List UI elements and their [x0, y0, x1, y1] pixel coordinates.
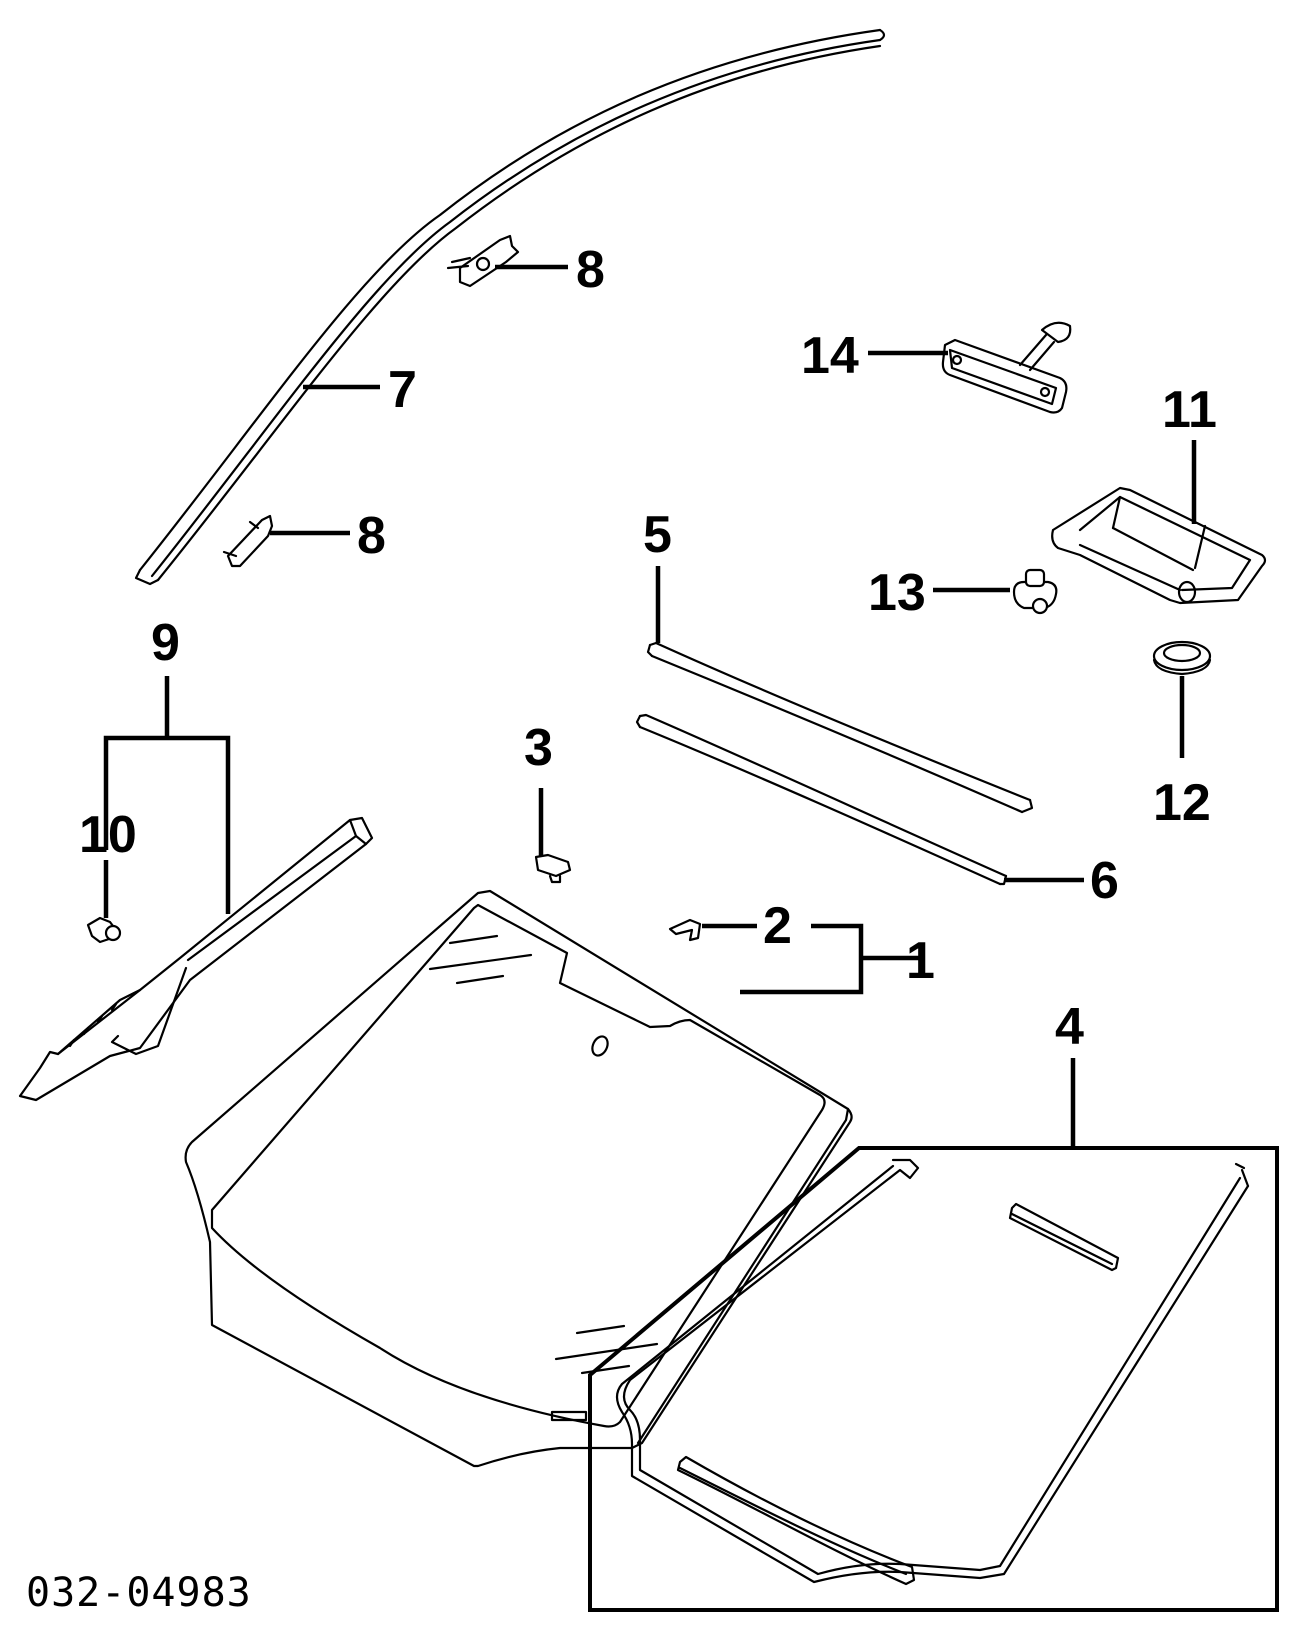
callout-13[interactable]: 13: [868, 564, 926, 622]
callout-14[interactable]: 14: [801, 327, 859, 385]
glass-clip[interactable]: [668, 918, 702, 942]
callout-9[interactable]: 9: [151, 614, 180, 672]
callout-8-upper[interactable]: 8: [576, 241, 605, 299]
callouts: 1 2 3 4 5 6 7 8 8 9 10 11 12 13 14: [79, 241, 1217, 1056]
callout-11[interactable]: 11: [1162, 381, 1217, 439]
garnish-clip[interactable]: [86, 916, 122, 944]
callout-4[interactable]: 4: [1055, 998, 1084, 1056]
mirror-base-fastener[interactable]: [534, 853, 572, 884]
callout-12[interactable]: 12: [1153, 774, 1211, 832]
sensor-connector[interactable]: [1012, 568, 1058, 615]
molding-clip-lower[interactable]: [222, 514, 274, 568]
callout-2[interactable]: 2: [763, 897, 792, 955]
callout-6[interactable]: 6: [1090, 852, 1119, 910]
callout-3[interactable]: 3: [524, 719, 553, 777]
rearview-mirror[interactable]: [941, 321, 1072, 414]
callout-8-lower[interactable]: 8: [357, 507, 386, 565]
reference-code: 032-04983: [26, 1570, 252, 1616]
callout-7[interactable]: 7: [388, 361, 417, 419]
bracket-9: [103, 735, 231, 914]
callout-5[interactable]: 5: [643, 506, 672, 564]
callout-1[interactable]: 1: [906, 932, 935, 990]
roof-side-molding[interactable]: [134, 28, 886, 586]
bracket-1: [740, 923, 864, 995]
grommet-ring[interactable]: [1152, 640, 1212, 676]
upper-seal-strip[interactable]: [646, 641, 1034, 814]
leader-lines: [103, 264, 1197, 1148]
windshield-dam-rubber-kit[interactable]: [588, 1146, 1279, 1612]
lower-seal-strip[interactable]: [635, 713, 1008, 886]
sensor-cover[interactable]: [1051, 486, 1267, 605]
windshield-glass-assembly[interactable]: [184, 889, 853, 1468]
molding-clip-upper[interactable]: [446, 234, 520, 288]
a-pillar-garnish[interactable]: [18, 816, 374, 1102]
callout-10[interactable]: 10: [79, 806, 137, 864]
